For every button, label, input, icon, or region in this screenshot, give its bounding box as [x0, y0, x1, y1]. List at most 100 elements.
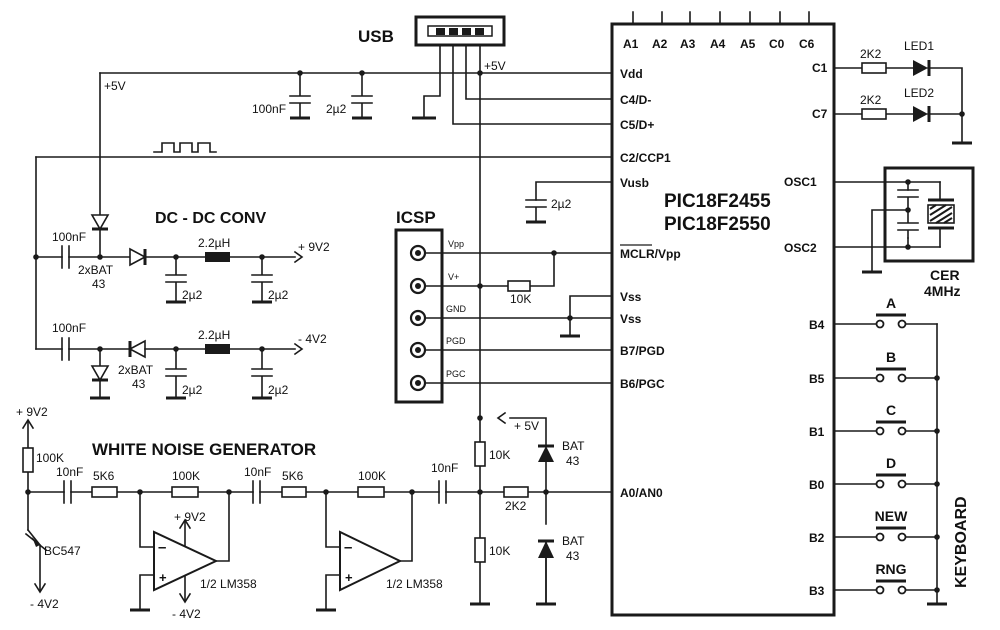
mcu-pin-b6: B6/PGC — [620, 377, 665, 391]
cap-2u2-dc-a — [165, 256, 187, 304]
key-switch-d: D — [833, 455, 940, 489]
cap-10nF-2 — [252, 480, 261, 504]
diode-bat43-up — [90, 214, 110, 231]
mcu-pin-b2: B2 — [809, 531, 825, 545]
cap-100nF-vdd — [289, 72, 311, 120]
wire-vusb — [535, 181, 613, 201]
opamp-2 — [339, 530, 403, 592]
label-cap-100nF-pos: 100nF — [52, 230, 86, 244]
noise-title: WHITE NOISE GENERATOR — [92, 440, 316, 459]
keyboard-title: KEYBOARD — [953, 496, 970, 588]
mcu-pin-a1: A1 — [623, 37, 639, 51]
key-label-rng: RNG — [875, 561, 906, 577]
transistor-bc547 — [24, 528, 48, 594]
label-opamp-neg: - 4V2 — [172, 607, 201, 621]
resistor-5k6-1 — [91, 486, 118, 498]
cap-2u2-vusb — [525, 199, 547, 224]
label-opamp1: 1/2 LM358 — [200, 577, 257, 591]
icsp-pin-pgc: PGC — [446, 369, 466, 379]
mcu-pin-b5: B5 — [809, 372, 825, 386]
label-r-noise-100k: 100K — [36, 451, 64, 465]
label-cap-2u2-vdd: 2µ2 — [326, 102, 347, 116]
opamp2-plus: + — [345, 570, 353, 585]
label-noise-neg: - 4V2 — [30, 597, 59, 611]
mcu-top-pin-stubs — [632, 11, 810, 25]
inductor-2u2h-pos — [205, 252, 230, 262]
key-label-c: C — [886, 402, 896, 418]
cap-2u2-vdd — [351, 72, 373, 120]
label-cap-2u2-vusb: 2µ2 — [551, 197, 572, 211]
label-c10nF-3: 10nF — [431, 461, 458, 475]
inductor-2u2h-neg — [205, 344, 230, 354]
key-switch-new: NEW — [833, 508, 940, 542]
wire-usb-dplus — [452, 44, 613, 125]
mcu-pin-b0: B0 — [809, 478, 825, 492]
wire-usb-dminus — [465, 44, 613, 100]
cap-100nF-pump-neg — [61, 337, 70, 361]
resistor-100k-2 — [357, 486, 385, 498]
resistor-2k2-led2 — [861, 108, 887, 120]
label-cap-dc-c: 2µ2 — [182, 383, 203, 397]
label-cap-dc-a: 2µ2 — [182, 288, 203, 302]
label-bat-top-n: 43 — [566, 454, 580, 468]
resistor-100k-1 — [171, 486, 199, 498]
mcu-pin-a2: A2 — [652, 37, 668, 51]
cap-10nF-3 — [438, 480, 447, 504]
resonator-caps — [897, 189, 919, 239]
label-r-2k2: 2K2 — [505, 499, 527, 513]
led1-diode — [913, 60, 931, 76]
mcu-pin-c1: C1 — [812, 61, 828, 75]
label-r-led2: 2K2 — [860, 93, 882, 107]
label-r-100k-1: 100K — [172, 469, 200, 483]
mcu-pin-osc1: OSC1 — [784, 175, 817, 189]
arrow-minus4v2 — [293, 342, 304, 356]
key-switch-c: C — [833, 402, 940, 436]
wire-opamp2 — [325, 491, 413, 611]
mcu-part-2: PIC18F2550 — [664, 214, 771, 235]
label-opamp2: 1/2 LM358 — [386, 577, 443, 591]
key-switch-rng: RNG — [833, 561, 940, 595]
wire-vss-join — [569, 295, 613, 319]
label-r-led1: 2K2 — [860, 47, 882, 61]
key-label-b: B — [886, 349, 896, 365]
label-out-minus4v2: - 4V2 — [298, 332, 327, 346]
wire-usb-gnd — [423, 44, 441, 119]
label-r-100k-2: 100K — [358, 469, 386, 483]
diode-bat43-right — [129, 247, 147, 267]
mcu-pin-c4: C4/D- — [620, 93, 651, 107]
mcu-pin-vss1: Vss — [620, 290, 642, 304]
mcu-pin-vdd: Vdd — [620, 67, 643, 81]
wire-resonator-gnd — [871, 181, 941, 273]
key-label-a: A — [886, 295, 896, 311]
resistor-10k-top — [474, 441, 486, 467]
label-bat-pos: 2xBAT — [78, 263, 114, 277]
label-plus5v-left: +5V — [104, 79, 126, 93]
wire-osc — [833, 181, 909, 248]
usb-title: USB — [358, 27, 394, 46]
keyboard-keys: A B C D NEW RNG — [833, 295, 940, 595]
key-label-new: NEW — [875, 508, 908, 524]
cap-2u2-dc-d — [251, 348, 273, 400]
label-cer: CER — [930, 267, 960, 283]
label-r-10k-bot: 10K — [489, 544, 510, 558]
icsp-pin-vpp: Vpp — [448, 239, 464, 249]
mcu-pin-b3: B3 — [809, 584, 825, 598]
opamp1-minus: – — [158, 539, 166, 556]
label-r-mclr: 10K — [510, 292, 531, 306]
cap-100nF-pump-pos — [61, 245, 70, 269]
label-ind-pos: 2.2µH — [198, 236, 230, 250]
label-r-5k6-2: 5K6 — [282, 469, 304, 483]
label-bat-top: BAT — [562, 439, 585, 453]
label-cap-100nF-neg: 100nF — [52, 321, 86, 335]
icsp-pin-vplus: V+ — [448, 272, 459, 282]
wire-led1 — [833, 67, 963, 144]
opamp1-plus: + — [159, 570, 167, 585]
led2-diode — [913, 106, 931, 122]
label-out-plus9v2: + 9V2 — [298, 240, 330, 254]
icsp-title: ICSP — [396, 208, 436, 227]
ceramic-resonator — [883, 166, 975, 263]
mcu-pin-mclr: MCLR/Vpp — [620, 247, 681, 261]
usb-connector: USB — [358, 15, 506, 47]
label-cap-dc-d: 2µ2 — [268, 383, 289, 397]
